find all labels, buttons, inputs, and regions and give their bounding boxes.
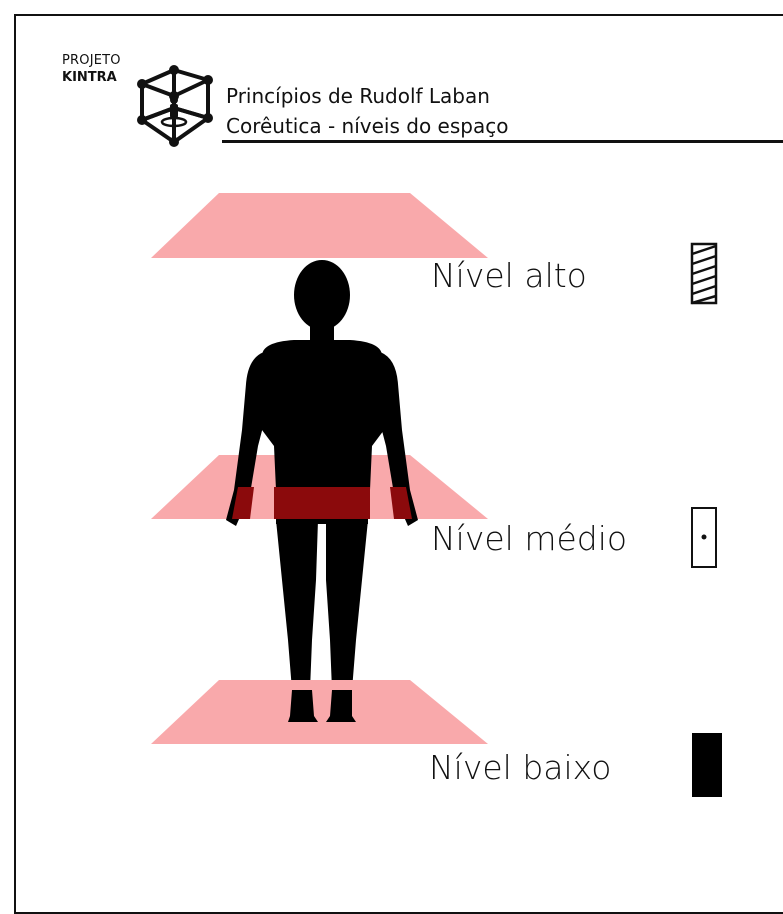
levels-diagram [0, 0, 783, 845]
level-label-middle: Nível médio [431, 519, 627, 558]
level-label-high: Nível alto [431, 256, 587, 295]
hatched-rectangle-icon [692, 244, 716, 303]
plane-high [151, 193, 488, 258]
solid-rectangle-icon [692, 733, 722, 797]
plane-low [151, 680, 488, 744]
dot-rectangle-icon [692, 508, 716, 567]
level-label-low: Nível baixo [429, 748, 611, 787]
coreutics-diagram-page: PROJETO KINTRA Pri [0, 0, 783, 845]
